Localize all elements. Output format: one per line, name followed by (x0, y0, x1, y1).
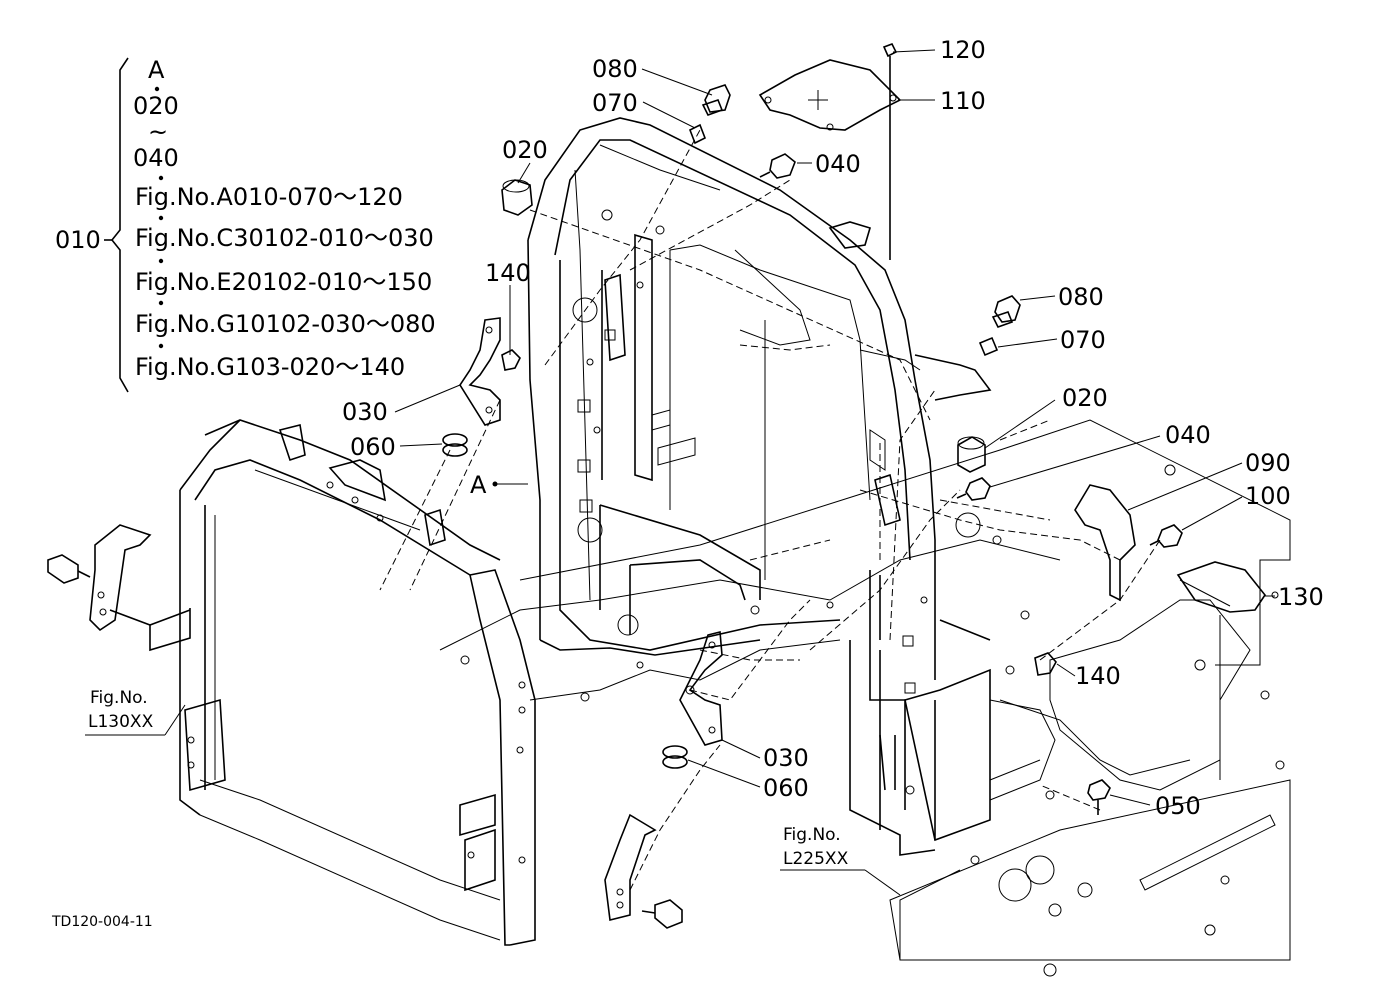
label-060-right: 060 (763, 774, 809, 802)
legend-block: 010 A 020 ~ 040 Fig.No.A010-070～120 Fig.… (55, 56, 436, 393)
fig-ref-left-line1: Fig.No. (90, 688, 148, 708)
label-080-top: 080 (592, 55, 638, 83)
label-040-right: 040 (1165, 421, 1211, 449)
label-100: 100 (1245, 482, 1291, 510)
legend-line-020: 020 (133, 92, 179, 120)
legend-fig-g10102: Fig.No.G10102-030～080 (135, 310, 436, 338)
fig-ref-bottom-line1: Fig.No. (783, 825, 841, 845)
legend-fig-g103: Fig.No.G103-020～140 (135, 353, 405, 381)
part-labels: 080 070 120 110 020 040 140 030 060 A 08… (342, 36, 1324, 820)
fig-ref-left-line2: L130XX (88, 712, 154, 732)
legend-fig-a010: Fig.No.A010-070～120 (135, 183, 403, 211)
label-070-right: 070 (1060, 326, 1106, 354)
label-050: 050 (1155, 792, 1201, 820)
label-130: 130 (1278, 583, 1324, 611)
label-020-top: 020 (502, 136, 548, 164)
fig-ref-bottom-line2: L225XX (783, 849, 849, 869)
label-140-right: 140 (1075, 662, 1121, 690)
label-030-right: 030 (763, 744, 809, 772)
label-a-ref: A (470, 471, 487, 499)
label-120: 120 (940, 36, 986, 64)
small-parts (442, 42, 1266, 929)
left-side-frame (47, 419, 536, 946)
legend-line-tilde: ~ (148, 118, 168, 146)
label-140-left: 140 (485, 259, 531, 287)
label-060-left: 060 (350, 433, 396, 461)
label-080-right: 080 (1058, 283, 1104, 311)
legend-line-040: 040 (133, 144, 179, 172)
label-020-right: 020 (1062, 384, 1108, 412)
base-frame (439, 419, 1291, 977)
legend-line-a: A (148, 56, 165, 84)
reference-lines (379, 129, 1161, 891)
fig-refs: Fig.No. L130XX Fig.No. L225XX (88, 688, 849, 869)
legend-group-part: 010 (55, 226, 101, 254)
drawing-code: TD120-004-11 (51, 914, 153, 930)
main-panel-a (527, 117, 1056, 856)
label-090: 090 (1245, 449, 1291, 477)
label-040-top: 040 (815, 150, 861, 178)
legend-fig-e20102: Fig.No.E20102-010～150 (135, 268, 432, 296)
leader-lines (85, 49, 1275, 896)
label-030-left: 030 (342, 398, 388, 426)
label-070-top: 070 (592, 89, 638, 117)
legend-fig-c30102: Fig.No.C30102-010～030 (135, 224, 434, 252)
label-110: 110 (940, 87, 986, 115)
